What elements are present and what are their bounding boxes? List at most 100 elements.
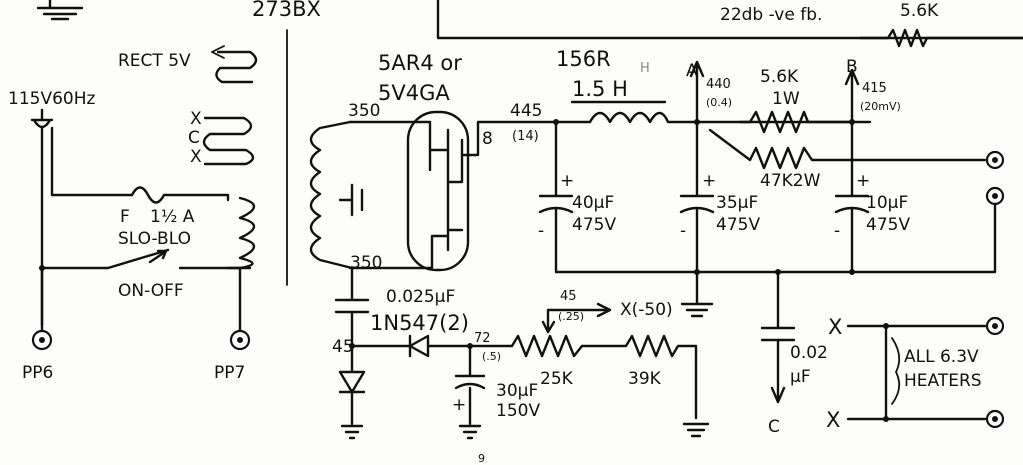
heater-x1: X <box>190 109 202 129</box>
page-mark: 9 <box>478 452 485 465</box>
fuse-label: F <box>120 207 130 227</box>
rect-winding-label: RECT 5V <box>118 51 191 71</box>
cap3-plus: + <box>856 171 870 191</box>
pp7-label: PP7 <box>214 363 245 383</box>
fuse-rating: 1½ A <box>150 207 195 227</box>
cap1-plus: + <box>560 171 574 191</box>
choke-winding <box>554 111 854 124</box>
heater-c: C <box>188 128 200 148</box>
pot-value: 25K <box>540 369 574 389</box>
rectifier-tube-line2: 5V4GA <box>378 81 450 105</box>
rectifier-plates <box>348 120 464 270</box>
cap1-voltage: 475V <box>572 215 616 235</box>
r1-resistor <box>738 110 854 134</box>
node-a-arrow-icon <box>689 60 705 124</box>
rectifier-tube-line1: 5AR4 or <box>378 51 462 75</box>
resistor-39k-value: 39K <box>628 369 662 389</box>
bias-cap-value: 30μF <box>496 381 538 401</box>
cap2-plus: + <box>702 171 716 191</box>
choke-name: 156R <box>556 47 611 71</box>
switch-arrow-icon <box>148 249 168 264</box>
rectifier-tube-envelope <box>406 110 470 272</box>
cap2-voltage: 475V <box>716 215 760 235</box>
heater-winding-coil <box>202 116 255 166</box>
bias-ground-1-icon <box>340 424 364 440</box>
cap2-value: 35μF <box>716 193 758 213</box>
hv-top-voltage: 350 <box>348 101 380 121</box>
feedback-resistor-label: 5.6K <box>900 1 939 21</box>
node-72-current: (.5) <box>482 350 501 363</box>
on-off-switch <box>40 248 252 270</box>
pot-wiper-head-icon <box>541 320 556 334</box>
mains-live-wire <box>50 126 134 197</box>
heater-cap-value: 0.02 <box>790 343 828 363</box>
rectifier-current: (14) <box>512 129 539 144</box>
mains-input-label: 115V60Hz <box>8 89 95 109</box>
pp6-label: PP6 <box>22 363 53 383</box>
mains-plug-top <box>30 108 54 129</box>
heater-cap-unit: μF <box>790 367 811 387</box>
heater-label-line2: HEATERS <box>904 371 982 391</box>
node-72-label: 72 <box>474 331 491 346</box>
heater-x2: X <box>190 147 202 167</box>
r2-value: 47K2W <box>760 171 821 191</box>
rectifier-pin: 8 <box>482 129 493 149</box>
rect-arrow-icon <box>211 45 225 59</box>
choke-mark: H <box>640 61 650 76</box>
tap-destination: X(-50) <box>620 300 673 320</box>
node-a-voltage: 440 <box>706 77 731 92</box>
shunt-diode-symbol <box>338 344 366 426</box>
coupling-cap-symbol <box>334 266 370 348</box>
fuse-type: SLO-BLO <box>118 229 191 249</box>
bias-cap-voltage: 150V <box>496 401 540 421</box>
cap2-symbol <box>679 120 715 274</box>
tap-current: (.25) <box>558 310 584 323</box>
filter-ground-icon <box>680 270 714 318</box>
node-b-arrow-icon <box>844 68 860 124</box>
rect-winding-coil <box>215 50 258 84</box>
fuse <box>130 186 230 204</box>
hv-bottom-voltage: 350 <box>350 253 382 273</box>
heater-label-line1: ALL 6.3V <box>904 347 979 367</box>
cap3-minus: - <box>834 221 840 241</box>
heater-wires <box>846 324 987 421</box>
cap3-symbol <box>834 120 870 274</box>
heater-x-bottom: X <box>826 408 840 432</box>
bias-ground-3-icon <box>682 422 710 438</box>
heater-brace <box>891 337 901 405</box>
hv-secondary-winding <box>309 120 354 270</box>
r1-value: 5.6K <box>760 67 799 87</box>
feedback-resistor <box>858 28 1023 48</box>
r1-power: 1W <box>772 89 800 109</box>
cap2-minus: - <box>680 221 686 241</box>
bias-cap-symbol <box>454 344 486 426</box>
ground-bus <box>554 202 997 274</box>
cap1-symbol <box>538 120 574 274</box>
model-label: 273BX <box>252 0 321 21</box>
top-ground-fragment <box>36 0 84 21</box>
r2-resistor <box>708 128 987 170</box>
cap1-minus: - <box>538 221 544 241</box>
cap3-value: 10μF <box>866 193 908 213</box>
choke-value: 1.5 H <box>572 77 628 101</box>
switch-label: ON-OFF <box>118 281 184 301</box>
node-a-current: (0.4) <box>706 96 732 109</box>
node-b-voltage: 415 <box>862 81 887 96</box>
center-tap-ground-icon <box>338 183 364 217</box>
heater-cap-symbol <box>760 270 796 404</box>
node-a-label: A <box>686 61 698 81</box>
bias-ground-2-icon <box>458 424 482 440</box>
rectifier-output-wire <box>460 120 558 157</box>
bias-cap-plus: + <box>452 395 466 415</box>
bias-resistor-chain <box>468 334 698 420</box>
feedback-line <box>436 0 1023 40</box>
feedback-note: 22db -ve fb. <box>720 5 822 25</box>
node-b-current: (20mV) <box>860 100 901 113</box>
cap3-voltage: 475V <box>866 215 910 235</box>
heater-x-top: X <box>828 315 842 339</box>
node-c-label: C <box>768 417 780 437</box>
diode-label: 1N547(2) <box>370 311 469 335</box>
pot-wiper-arrow-icon <box>546 302 612 334</box>
coupling-cap-value: 0.025μF <box>386 287 455 307</box>
